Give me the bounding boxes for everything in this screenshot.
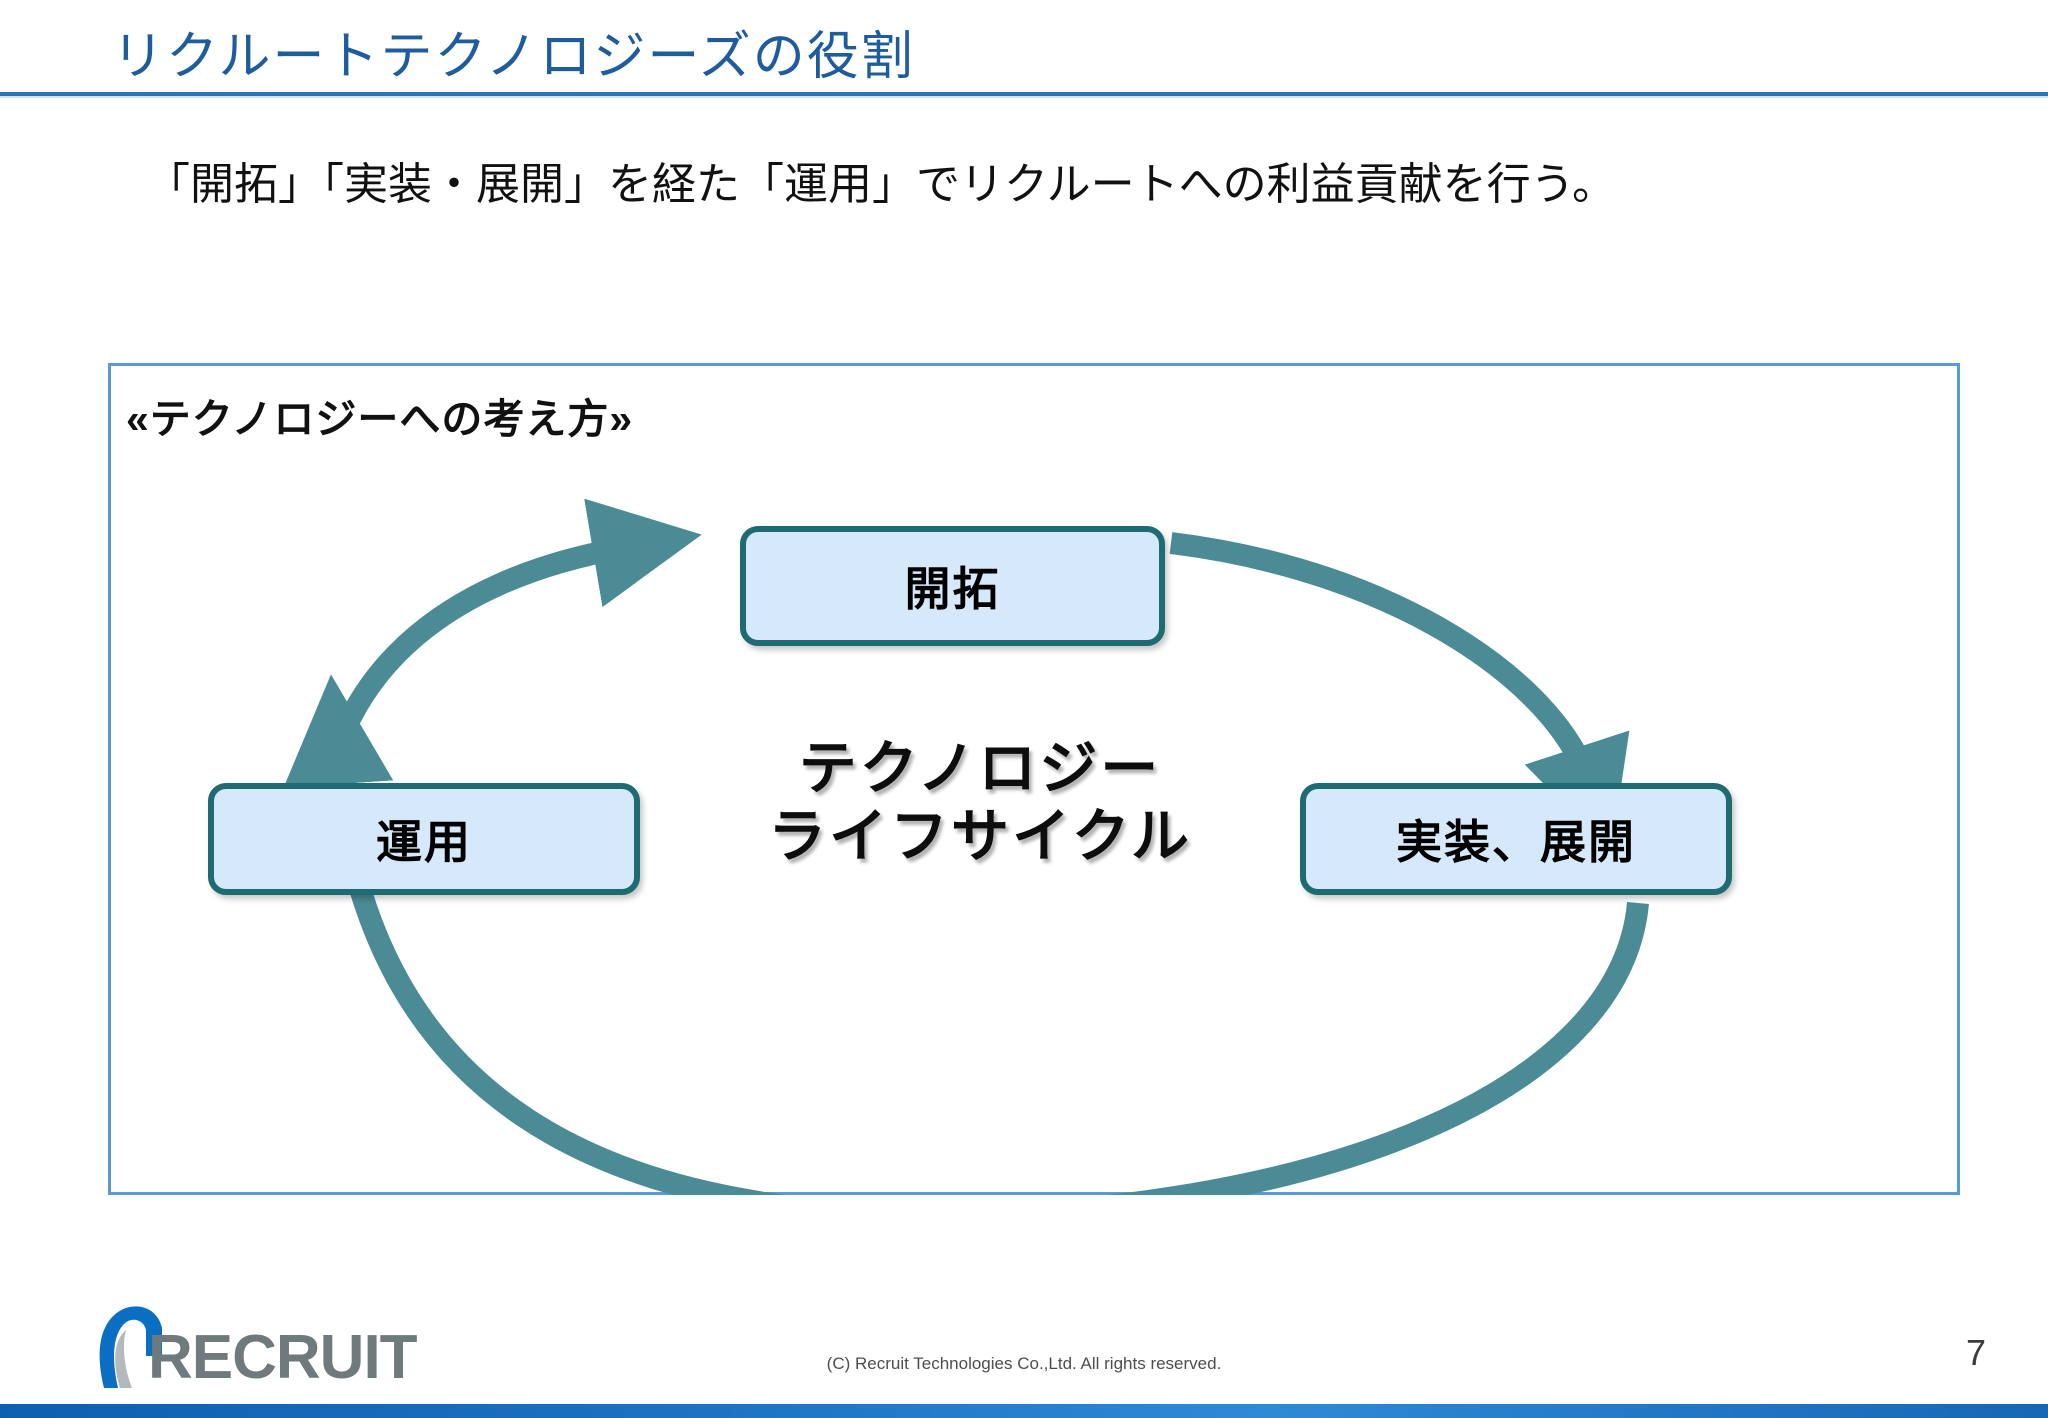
arrow-jisso-to-unyo — [283, 674, 1649, 1195]
cycle-center-label: テクノロジー ライフサイクル — [700, 735, 1260, 872]
cycle-center-label-line1: テクノロジー — [798, 736, 1162, 801]
node-kaitaku[interactable]: 開拓 — [740, 526, 1165, 646]
cycle-center-label-line2: ライフサイクル — [767, 804, 1193, 870]
copyright-text: (C) Recruit Technologies Co.,Ltd. All ri… — [826, 1354, 1222, 1373]
recruit-wordmark: RECRUIT — [148, 1323, 418, 1392]
node-unyo-label: 運用 — [376, 816, 472, 868]
technology-lifecycle-cycle — [283, 498, 1649, 1195]
node-jisso-label: 実装、展開 — [1396, 816, 1636, 868]
recruit-mark-gray — [115, 1330, 132, 1388]
arrow-kaitaku-to-jisso — [1169, 532, 1630, 853]
node-unyo[interactable]: 運用 — [208, 783, 640, 895]
lead-sentence: 「開拓」「実装・展開」を経た「運用」でリクルートへの利益貢献を行う。 — [146, 160, 1617, 209]
recruit-logo-icon — [99, 1306, 162, 1388]
diagram-heading: «テクノロジーへの考え方» — [126, 396, 634, 442]
page-number: 7 — [1965, 1332, 1986, 1373]
title-divider — [0, 92, 2048, 96]
node-jisso[interactable]: 実装、展開 — [1300, 783, 1732, 895]
title-divider-soft — [0, 96, 2048, 98]
page-title: リクルートテクノロジーズの役割 — [112, 28, 915, 86]
node-kaitaku-label: 開拓 — [904, 563, 1001, 615]
diagram-frame — [108, 363, 1960, 1195]
recruit-mark-blue — [99, 1306, 162, 1388]
footer-bar — [0, 1404, 2048, 1418]
